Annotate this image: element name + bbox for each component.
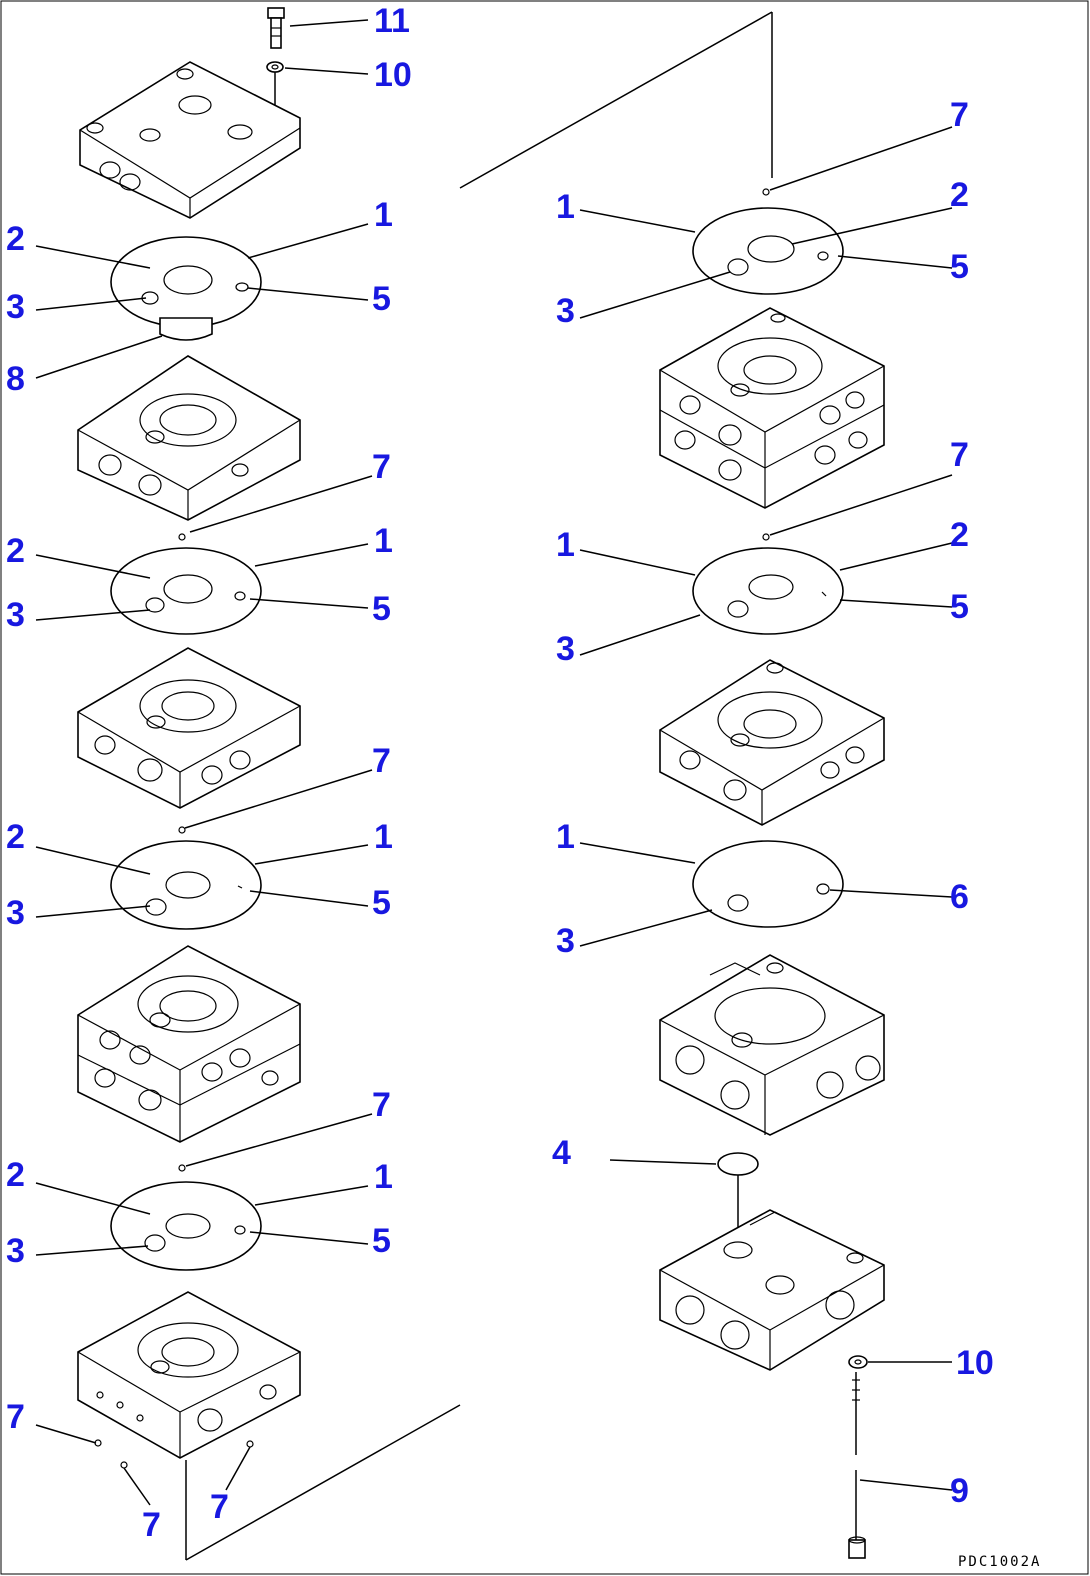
- valve-block-left-3: [77, 945, 301, 1143]
- callout-2: 2: [6, 818, 25, 856]
- callout-5: 5: [372, 884, 391, 922]
- gasket-plate-left-2: [110, 547, 262, 635]
- callout-1: 1: [374, 522, 393, 560]
- callout-4: 4: [552, 1134, 571, 1172]
- oring-part-7-left-4: [178, 1164, 186, 1172]
- callout-7: 7: [372, 742, 391, 780]
- callout-5: 5: [372, 590, 391, 628]
- gasket-plate-right-3: [692, 840, 844, 928]
- valve-block-right-3: [659, 954, 885, 1136]
- plug-part-8: [159, 317, 213, 341]
- callout-7: 7: [210, 1488, 229, 1526]
- callout-3: 3: [6, 596, 25, 634]
- callout-11: 11: [374, 2, 410, 40]
- gasket-plate-right-1: [692, 207, 844, 295]
- callout-7: 7: [6, 1398, 25, 1436]
- callout-labels: 11 10 7 1 2 5 3 8 2 1 3 5 7 2 1 3 5 7 2 …: [6, 2, 994, 1544]
- callout-7: 7: [142, 1506, 161, 1544]
- valve-block-left-4: [77, 1291, 301, 1459]
- gasket-plate-left-3: [110, 840, 262, 930]
- washer-part-10-bottom: [848, 1355, 868, 1369]
- valve-block-left-1: [77, 355, 301, 521]
- bolt-part-11: [267, 7, 285, 49]
- callout-7: 7: [372, 448, 391, 486]
- callout-1: 1: [556, 526, 575, 564]
- callout-1: 1: [374, 1158, 393, 1196]
- callout-1: 1: [556, 188, 575, 226]
- valve-block-right-1: [659, 307, 885, 509]
- callout-8: 8: [6, 360, 25, 398]
- callout-5: 5: [950, 248, 969, 286]
- valve-block-right-4: [659, 1209, 885, 1371]
- callout-7: 7: [950, 436, 969, 474]
- gasket-plate-right-2: [692, 547, 844, 635]
- oring-part-7-right-1: [762, 188, 770, 196]
- oring-part-7-left-2: [178, 533, 186, 541]
- callout-10: 10: [374, 56, 412, 94]
- callout-1: 1: [556, 818, 575, 856]
- callout-7: 7: [372, 1086, 391, 1124]
- callout-2: 2: [6, 1156, 25, 1194]
- callout-3: 3: [6, 894, 25, 932]
- callout-2: 2: [6, 532, 25, 570]
- valve-block-right-2: [659, 659, 885, 826]
- callout-3: 3: [556, 922, 575, 960]
- callout-3: 3: [556, 292, 575, 330]
- callout-2: 2: [950, 516, 969, 554]
- callout-2: 2: [950, 176, 969, 214]
- callout-1: 1: [374, 196, 393, 234]
- valve-block-left-2: [77, 647, 301, 809]
- callout-3: 3: [6, 288, 25, 326]
- callout-5: 5: [372, 1222, 391, 1260]
- callout-1: 1: [374, 818, 393, 856]
- callout-3: 3: [556, 630, 575, 668]
- callout-6: 6: [950, 878, 969, 916]
- gasket-plate-left-4: [110, 1181, 262, 1271]
- oring-part-7-left-3: [178, 826, 186, 834]
- drawing-code: PDC1002A: [958, 1554, 1041, 1570]
- gasket-plate-left-1: [110, 236, 262, 328]
- callout-3: 3: [6, 1232, 25, 1270]
- tie-bolt-part-9: [848, 1372, 866, 1559]
- top-cover-block: [79, 61, 301, 219]
- callout-5: 5: [372, 280, 391, 318]
- oring-part-7-right-2: [762, 533, 770, 541]
- assembly-lines: [185, 11, 773, 1561]
- callout-9: 9: [950, 1472, 969, 1510]
- callout-5: 5: [950, 588, 969, 626]
- callout-10: 10: [956, 1344, 994, 1382]
- callout-2: 2: [6, 220, 25, 258]
- callout-7: 7: [950, 96, 969, 134]
- leader-lines: [35, 19, 953, 1506]
